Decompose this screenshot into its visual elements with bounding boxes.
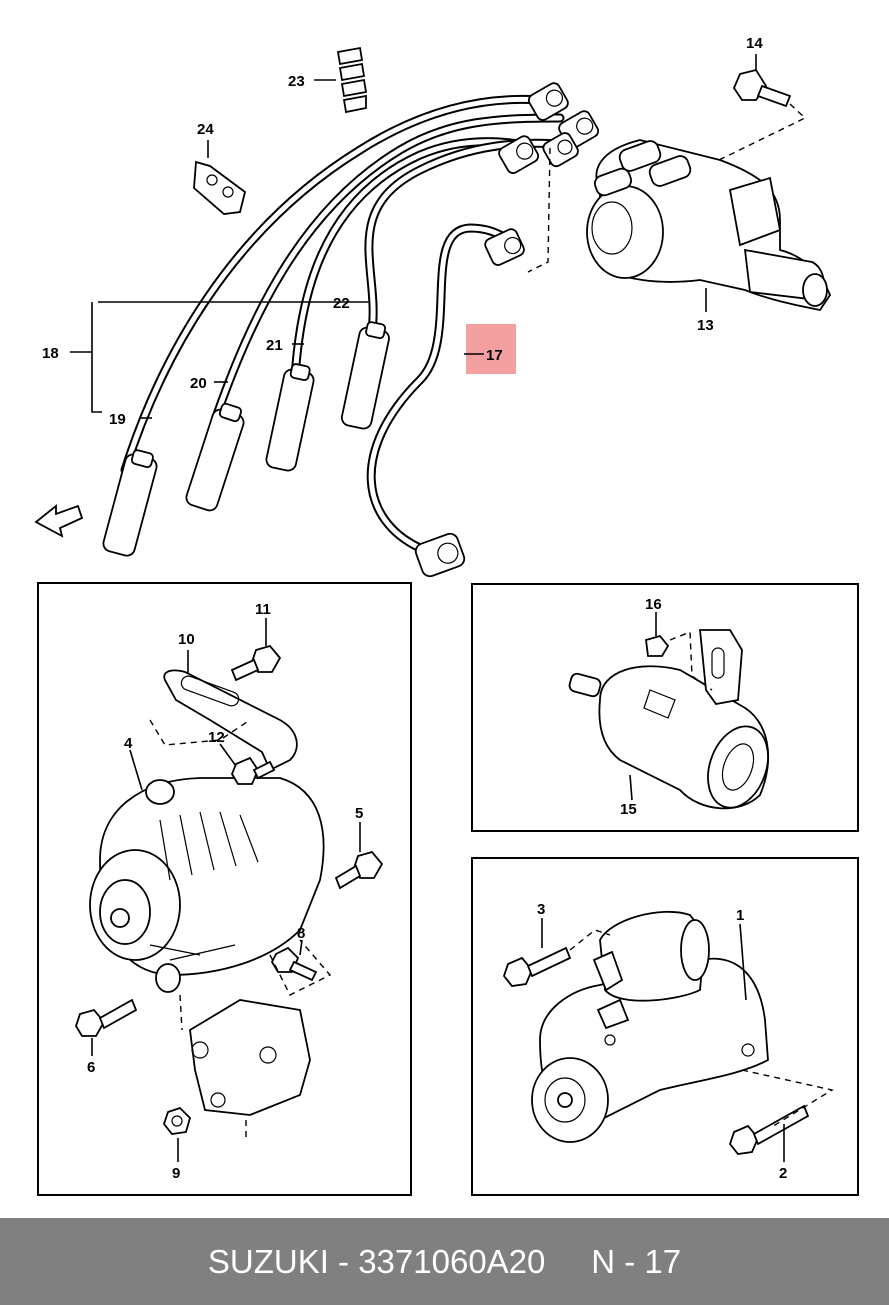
callout-19: 19 xyxy=(109,411,126,428)
wire-clip-23 xyxy=(336,46,368,114)
footer-ref: N - 17 xyxy=(591,1242,682,1280)
callout-6: 6 xyxy=(87,1059,95,1076)
callout-24: 24 xyxy=(197,121,214,138)
callout-13: 13 xyxy=(697,317,714,334)
callout-17: 17 xyxy=(486,347,503,364)
footer-part-number: 3371060A20 xyxy=(358,1242,546,1280)
callout-20: 20 xyxy=(190,375,207,392)
alternator-fasteners xyxy=(75,644,384,1135)
screw-16 xyxy=(645,634,670,657)
callout-4: 4 xyxy=(124,735,133,752)
callout-3: 3 xyxy=(537,901,545,918)
callout-10: 10 xyxy=(178,631,195,648)
bolt-2 xyxy=(728,1104,810,1155)
callout-18: 18 xyxy=(42,345,59,362)
alternator-panel xyxy=(37,582,412,1196)
bolt-14 xyxy=(732,68,792,108)
starter-motor xyxy=(531,911,769,1143)
footer-brand: SUZUKI xyxy=(207,1242,329,1280)
callout-5: 5 xyxy=(355,805,363,822)
callout-9: 9 xyxy=(172,1165,180,1182)
alternator xyxy=(89,669,325,1116)
front-arrow-icon xyxy=(34,504,84,538)
callout-1: 1 xyxy=(736,907,744,924)
callout-15: 15 xyxy=(620,801,637,818)
footer-separator: - xyxy=(328,1242,359,1280)
exploded-view-drawing: 14 23 24 22 13 21 18 17 20 19 11 10 12 4… xyxy=(34,35,859,1196)
ignition-coil xyxy=(568,629,770,810)
ignition-coil-panel xyxy=(471,583,859,832)
callout-14: 14 xyxy=(746,35,763,52)
distributor-terminals xyxy=(414,82,600,578)
footer-caption: SUZUKI - 3371060A20 N - 17 xyxy=(0,1218,889,1305)
callout-2: 2 xyxy=(779,1165,787,1182)
wire-clip-24 xyxy=(193,160,247,215)
distributor xyxy=(586,139,832,312)
parts-diagram: 14 23 24 22 13 21 18 17 20 19 11 10 12 4… xyxy=(34,35,859,1196)
callout-12: 12 xyxy=(208,729,225,746)
bolt-3 xyxy=(502,946,572,987)
callout-16: 16 xyxy=(645,596,662,613)
footer-gap xyxy=(545,1243,591,1281)
callout-11: 11 xyxy=(255,601,271,618)
callout-8: 8 xyxy=(297,925,305,942)
callout-22: 22 xyxy=(333,295,350,312)
callout-23: 23 xyxy=(288,73,305,90)
callout-17-highlight xyxy=(466,324,516,374)
callout-21: 21 xyxy=(266,337,283,354)
spark-plug-boots xyxy=(102,321,390,557)
starter-panel xyxy=(471,857,859,1196)
